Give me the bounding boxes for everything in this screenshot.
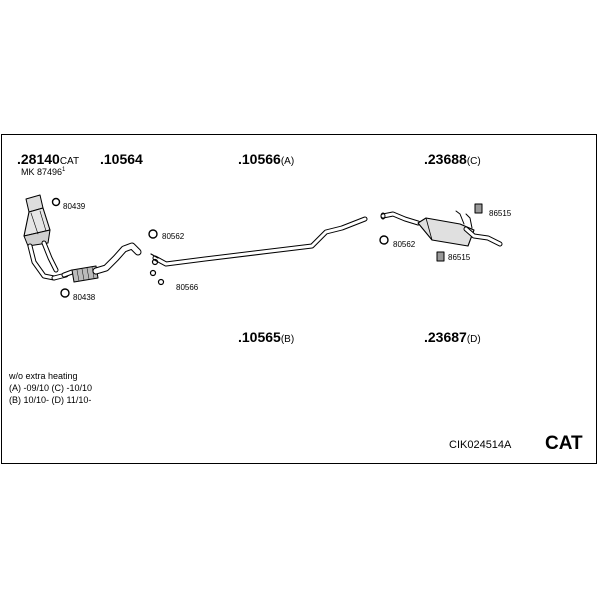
clamp-80439 <box>51 197 61 207</box>
part-label-87496: MK 874961 <box>21 167 66 177</box>
part-label-23687: .23687(D) <box>424 329 481 345</box>
clamp-80562-rear <box>379 235 389 245</box>
part-label-28140: .28140CAT <box>17 151 80 167</box>
clamp-label-80562-rear: 80562 <box>393 240 416 249</box>
clamp-label-80562-front: 80562 <box>162 232 185 241</box>
note-extra-heating: w/o extra heating <box>9 371 78 381</box>
middle-pipe <box>150 216 368 267</box>
mount-86515-lower <box>436 251 445 262</box>
mount-label-86515-lower: 86515 <box>448 253 471 262</box>
clamp-80438 <box>60 288 70 298</box>
front-pipe <box>61 242 142 283</box>
clamp-80562-front <box>148 229 158 239</box>
kit-type: CAT <box>545 433 583 454</box>
clamp-label-80566: 80566 <box>176 283 199 292</box>
part-label-10565: .10565(B) <box>238 329 295 345</box>
part-label-10566: .10566(A) <box>238 151 295 167</box>
note-date-range-ac: (A) -09/10 (C) -10/10 <box>9 383 93 393</box>
kit-code: CIK024514A <box>449 439 512 451</box>
note-date-range-bd: (B) 10/10- (D) 11/10- <box>9 395 92 405</box>
clamp-label-80439: 80439 <box>63 202 86 211</box>
part-label-10564: .10564 <box>100 151 143 167</box>
clamp-label-80438: 80438 <box>73 293 96 302</box>
mount-86515-upper <box>474 203 483 214</box>
mount-label-86515-upper: 86515 <box>489 209 512 218</box>
rear-silencer <box>380 210 503 247</box>
part-label-23688: .23688(C) <box>424 151 481 167</box>
diagram-frame <box>1 134 597 464</box>
clamp-80566 <box>149 258 165 286</box>
catalytic-converter <box>23 194 69 281</box>
